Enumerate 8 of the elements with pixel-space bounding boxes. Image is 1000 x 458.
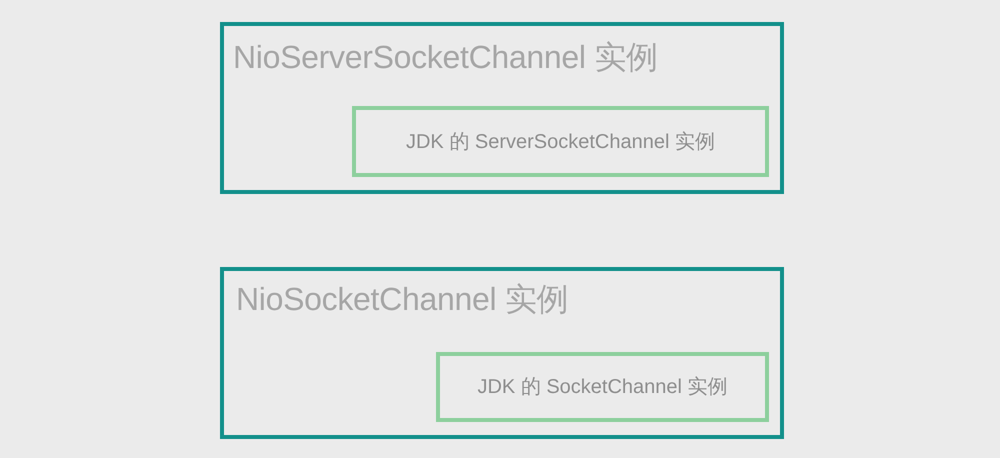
container-box	[220, 22, 784, 194]
box-label: JDK 的 ServerSocketChannel 实例	[406, 130, 715, 154]
inner-box	[436, 352, 769, 422]
box-label: JDK 的 SocketChannel 实例	[477, 375, 728, 400]
container-box	[220, 267, 784, 439]
box-title: NioServerSocketChannel 实例	[233, 38, 658, 76]
box-title: NioSocketChannel 实例	[236, 280, 568, 318]
inner-box	[352, 106, 769, 177]
